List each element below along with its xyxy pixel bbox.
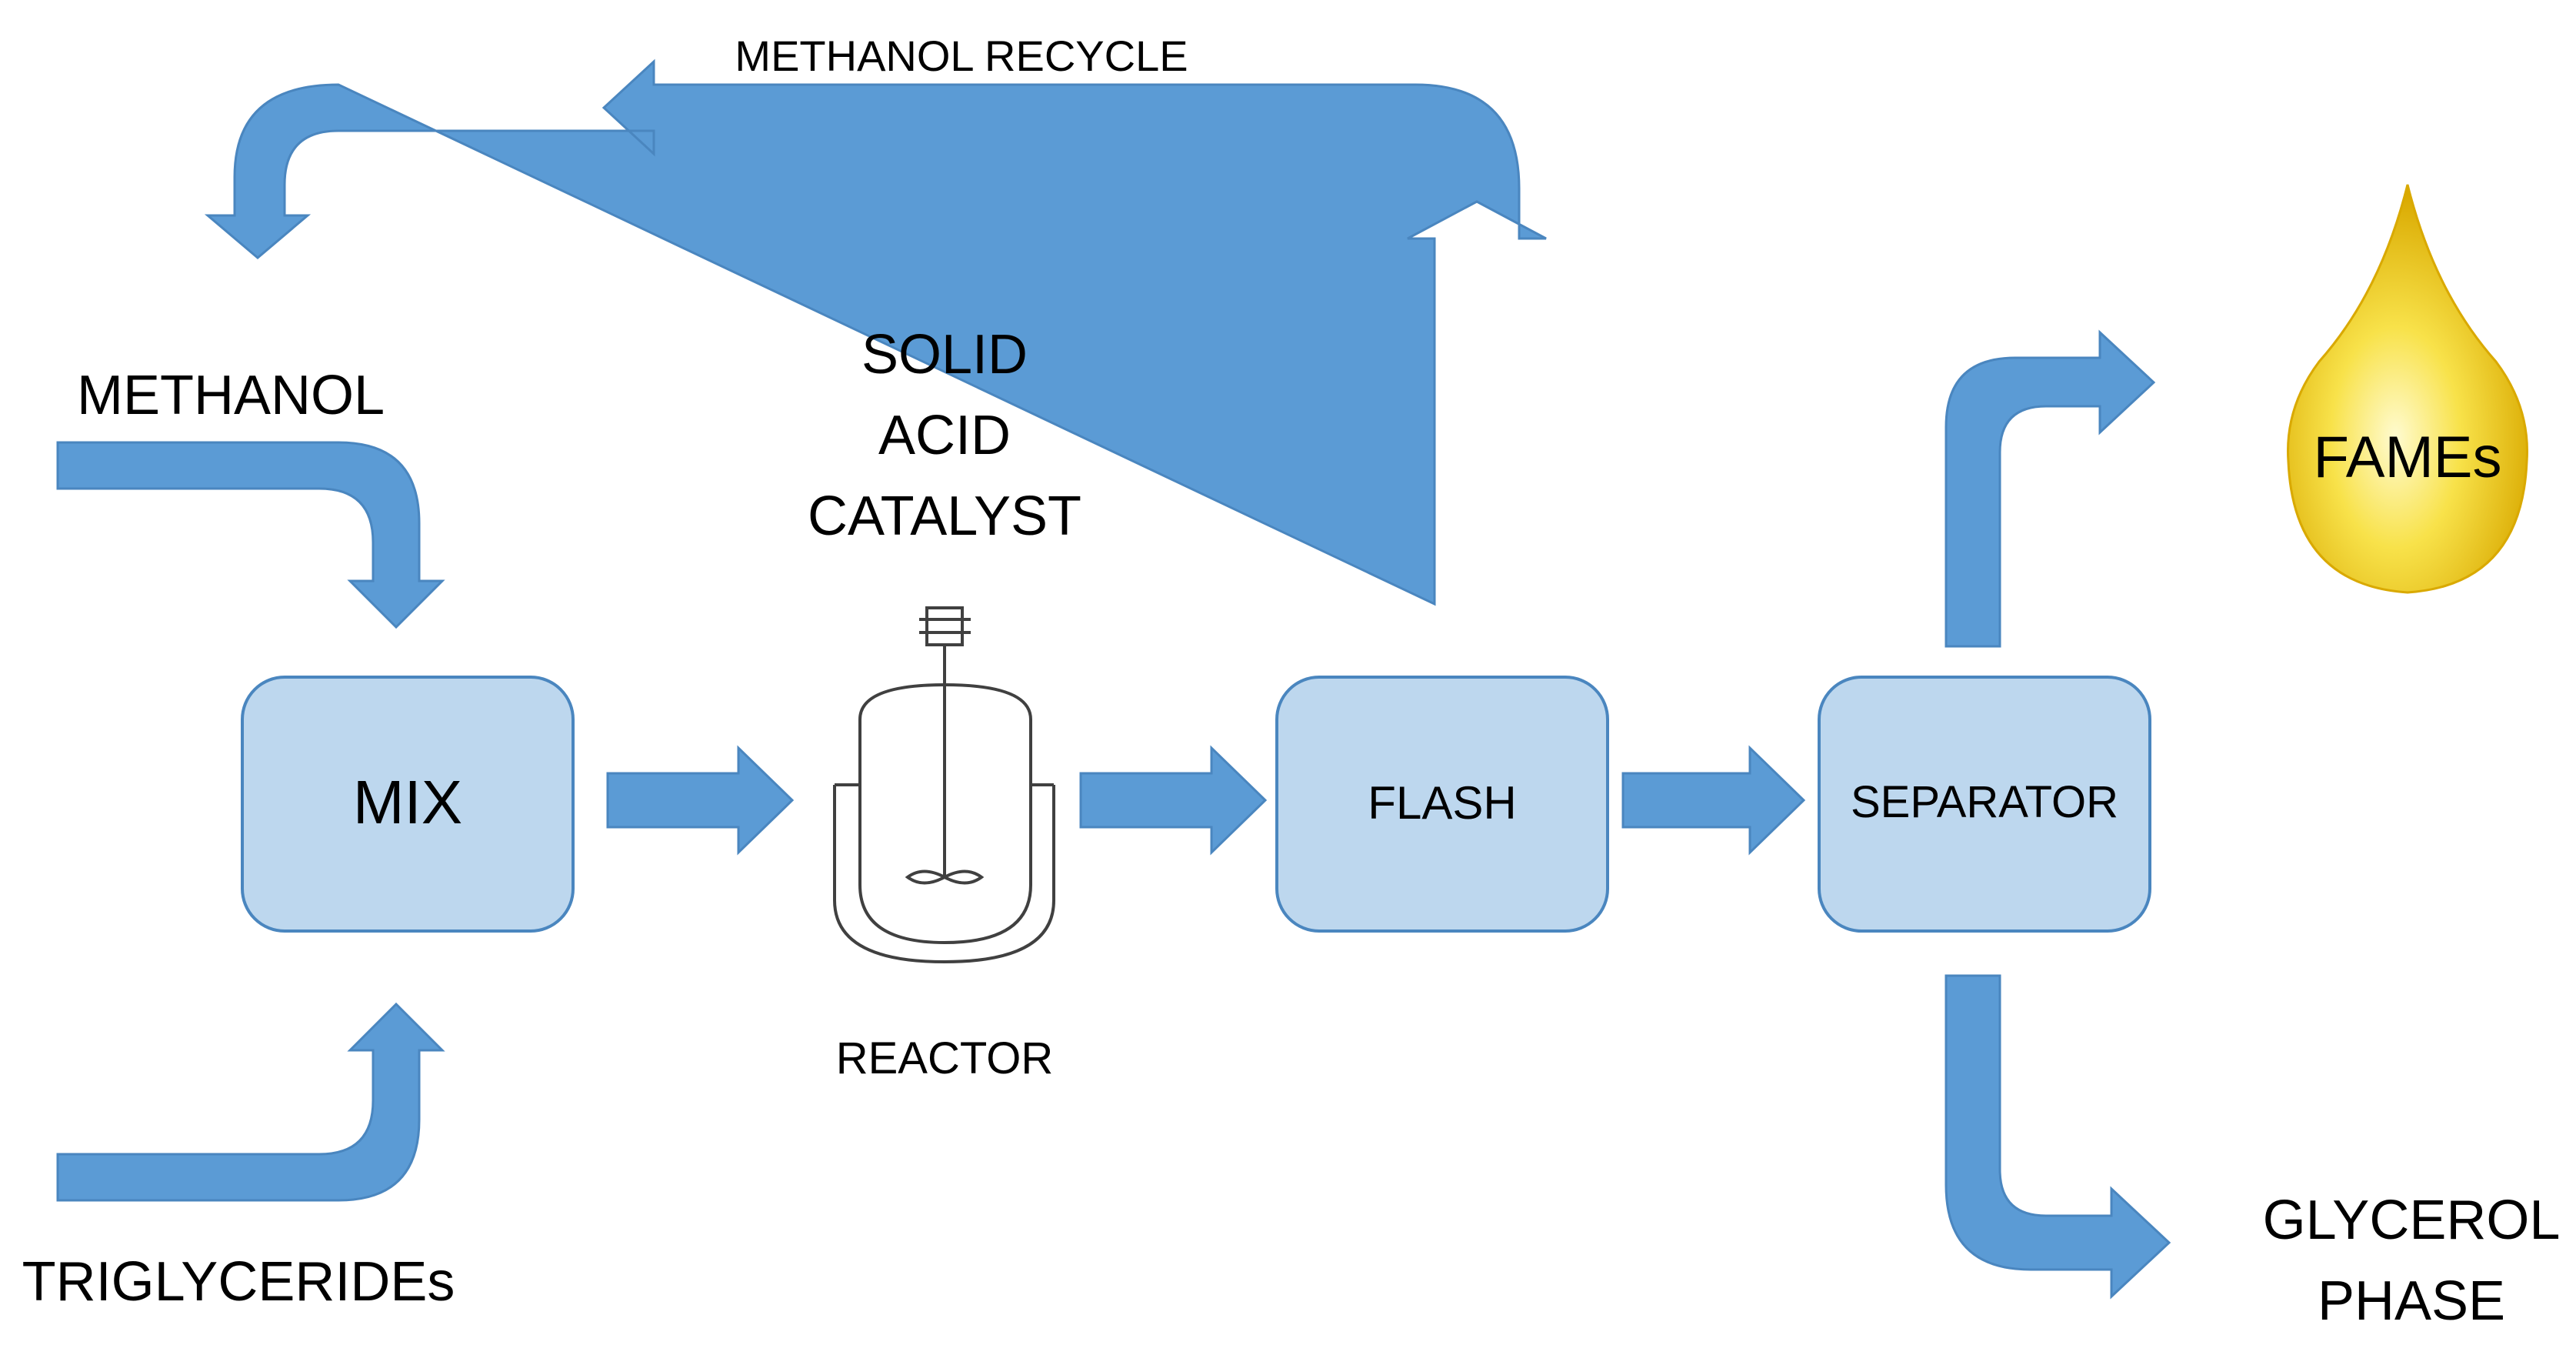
separator-unit	[1818, 676, 2151, 933]
triglycerides-inlet-arrow	[56, 1002, 445, 1202]
glycerol-outlet-arrow	[1944, 974, 2171, 1300]
flash-label: FLASH	[1368, 777, 1516, 829]
flash-unit	[1275, 676, 1609, 933]
glycerol-label-line1: GLYCEROL	[2263, 1190, 2561, 1251]
mix-to-reactor-arrow	[606, 745, 795, 856]
reactor-label: REACTOR	[836, 1033, 1054, 1083]
recycle-label: METHANOL RECYCLE	[735, 32, 1188, 80]
mix-unit	[241, 676, 575, 933]
catalyst-label-line3: CATALYST	[808, 486, 1081, 547]
mix-label: MIX	[353, 768, 462, 836]
methanol-inlet-arrow	[56, 441, 445, 629]
catalyst-label-line1: SOLID	[861, 324, 1028, 385]
methanol-label: METHANOL	[77, 365, 385, 426]
methanol-recycle-arrow	[204, 58, 1547, 606]
reactor-icon	[833, 606, 1055, 964]
glycerol-label-line2: PHASE	[2318, 1270, 2505, 1332]
fames-outlet-arrow	[1944, 329, 2156, 648]
fames-drop-icon	[2287, 184, 2528, 594]
reactor-to-flash-arrow	[1079, 745, 1268, 856]
catalyst-label-line2: ACID	[878, 405, 1011, 466]
fames-label: FAMEs	[2314, 425, 2502, 490]
triglycerides-label: TRIGLYCERIDEs	[22, 1251, 455, 1313]
flash-to-separator-arrow	[1621, 745, 1806, 856]
separator-label: SEPARATOR	[1851, 777, 2118, 827]
